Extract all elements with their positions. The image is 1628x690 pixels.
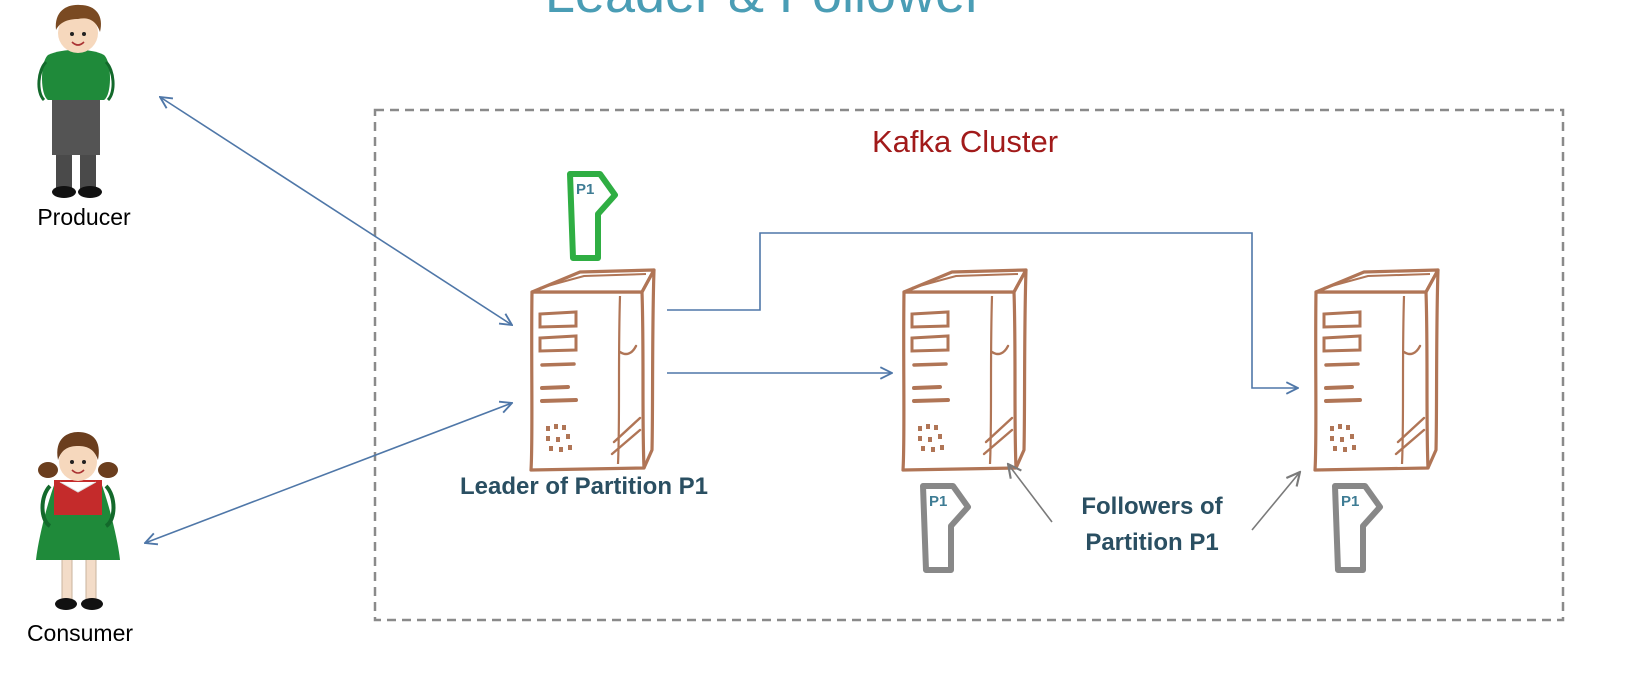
follower-partition-tag-2: P1	[1335, 486, 1380, 570]
consumer-icon	[36, 432, 120, 610]
follower-partition-tag-1: P1	[923, 486, 968, 570]
leader-tag-label: P1	[576, 181, 594, 198]
followers-label-line1: Followers of	[1081, 493, 1223, 520]
producer-leader-arrow	[160, 97, 512, 325]
follower-server-1-icon	[901, 268, 1028, 472]
consumer-leader-arrow	[145, 403, 512, 543]
producer-label: Producer	[37, 204, 131, 230]
followers-pointer-arrow-2	[1251, 472, 1300, 531]
kafka-cluster-boundary	[373, 108, 1565, 622]
leader-partition-tag: P1	[570, 174, 615, 258]
consumer-label: Consumer	[27, 620, 133, 646]
leader-server-icon	[529, 268, 656, 472]
kafka-cluster-label: Kafka Cluster	[872, 124, 1058, 159]
follower-tag-1-label: P1	[929, 493, 947, 510]
producer-icon	[37, 4, 115, 198]
followers-label-line2: Partition P1	[1085, 529, 1218, 556]
follower-tag-2-label: P1	[1341, 493, 1359, 510]
leader-label: Leader of Partition P1	[460, 473, 708, 500]
leader-follower2-arrow	[667, 232, 1298, 388]
followers-pointer-arrow-1	[1008, 464, 1053, 523]
diagram-title: Leader & Follower	[545, 0, 983, 24]
follower-server-2-icon	[1313, 268, 1440, 472]
